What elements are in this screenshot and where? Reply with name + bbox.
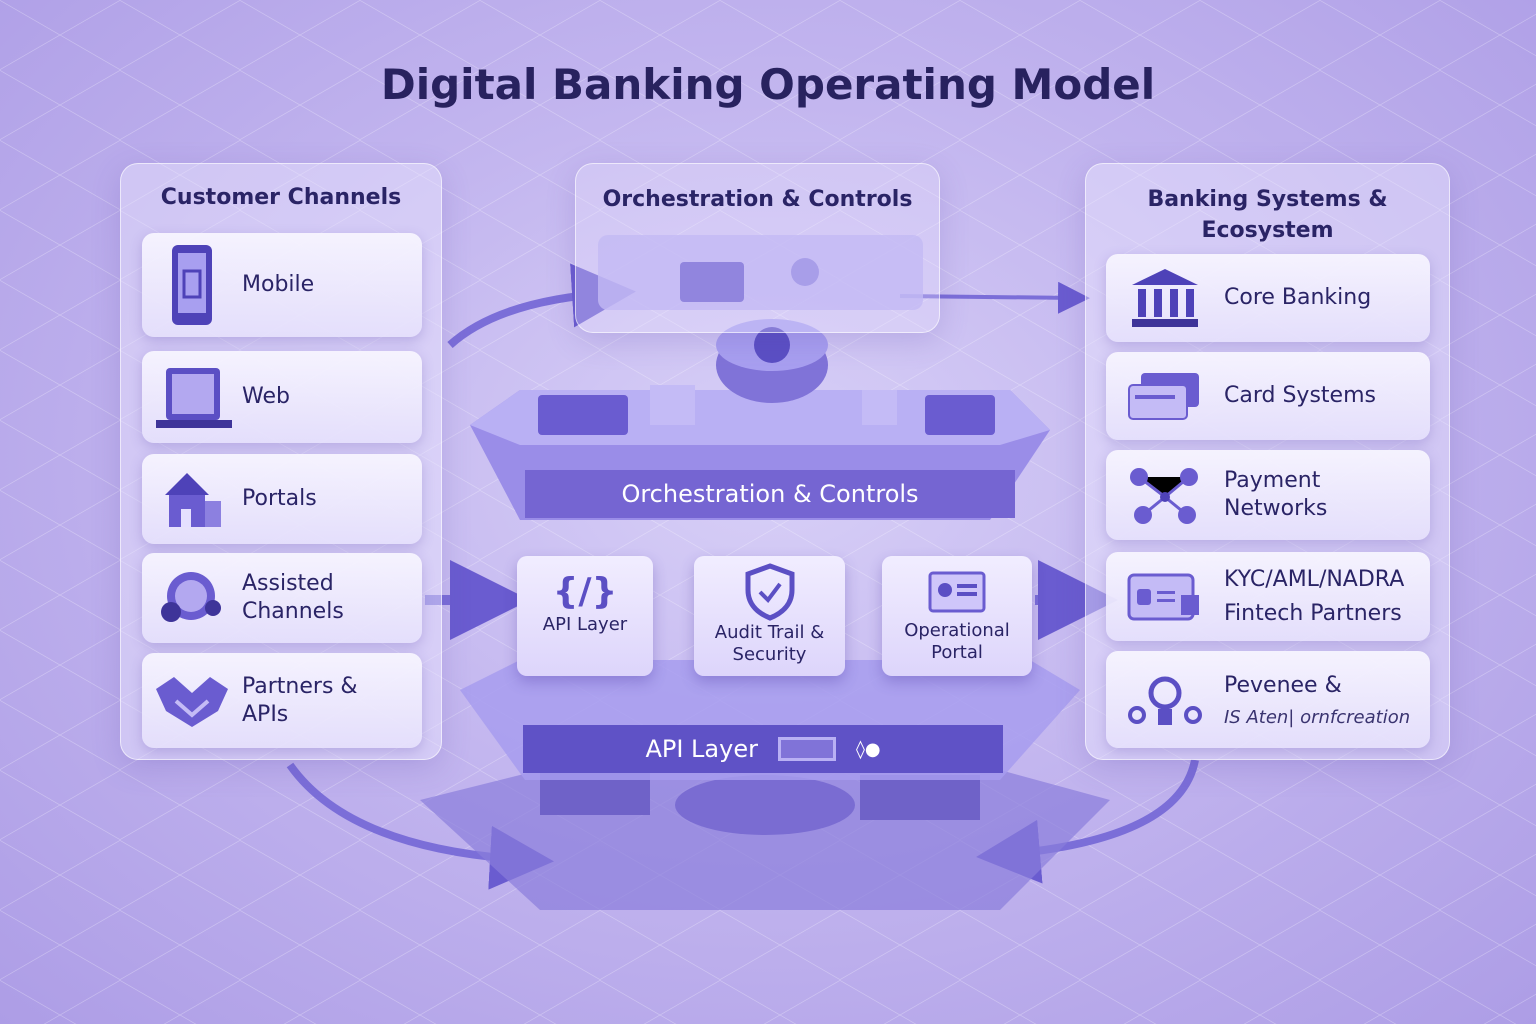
server-rack-icon	[777, 737, 836, 761]
system-label: Pevenee &	[1224, 672, 1342, 698]
system-kyc-fintech[interactable]: KYC/AML/NADRA Fintech Partners	[1106, 552, 1430, 641]
system-sublabel: Fintech Partners	[1224, 600, 1402, 626]
shield-check-icon	[745, 563, 794, 621]
credit-card-icon	[1128, 373, 1199, 420]
bank-icon	[1132, 269, 1198, 327]
system-core-banking[interactable]: Core Banking	[1106, 254, 1430, 342]
system-card-systems[interactable]: Card Systems	[1106, 352, 1430, 440]
id-folder-icon	[1127, 573, 1199, 620]
channel-portals[interactable]: Portals	[142, 454, 422, 544]
system-payment-networks[interactable]: Payment Networks	[1106, 450, 1430, 540]
system-label: Card Systems	[1224, 383, 1376, 408]
orchestration-panel: Orchestration & Controls	[575, 163, 940, 333]
mobile-phone-icon	[172, 245, 212, 325]
card-label: API Layer	[542, 614, 628, 635]
orchestration-platform-label: Orchestration & Controls	[621, 480, 919, 508]
web-browser-icon	[156, 368, 232, 428]
card-label: Audit Trail & Security	[714, 622, 825, 665]
card-audit-trail[interactable]: Audit Trail & Security	[694, 556, 845, 676]
card-operational-portal[interactable]: Operational Portal	[882, 556, 1032, 676]
card-api-layer[interactable]: {/} API Layer	[517, 556, 653, 676]
network-nodes-icon	[1130, 468, 1198, 524]
orchestration-title: Orchestration & Controls	[602, 187, 913, 212]
api-layer-band-label: API Layer	[645, 735, 758, 763]
channel-assisted[interactable]: Assisted Channels	[142, 553, 422, 643]
droplet-icon: ◊●	[855, 738, 881, 760]
house-portal-icon	[165, 473, 221, 527]
handshake-icon	[156, 676, 228, 727]
channel-label: Assisted Channels	[242, 571, 344, 624]
orchestration-platform-band: Orchestration & Controls	[525, 470, 1015, 518]
channel-web[interactable]: Web	[142, 351, 422, 443]
system-sublabel: IS Aten| ornfcreation	[1224, 706, 1411, 728]
banking-systems-title: Banking Systems & Ecosystem	[1147, 187, 1388, 243]
channel-label: Portals	[242, 486, 317, 511]
system-revenue[interactable]: Pevenee & IS Aten| ornfcreation	[1106, 651, 1430, 748]
system-label: KYC/AML/NADRA	[1224, 566, 1405, 592]
system-label: Payment Networks	[1224, 468, 1328, 521]
channel-label: Partners & APIs	[242, 673, 358, 727]
code-braces-icon: {/}	[552, 571, 618, 612]
channel-label: Mobile	[242, 272, 315, 297]
channel-partners-apis[interactable]: Partners & APIs	[142, 653, 422, 748]
page-title: Digital Banking Operating Model	[380, 60, 1156, 109]
headset-icon	[161, 572, 221, 622]
system-label: Core Banking	[1224, 285, 1372, 310]
channel-label: Web	[242, 384, 290, 409]
card-label: Operational Portal	[904, 620, 1010, 663]
lightbulb-icon	[1128, 676, 1202, 725]
id-card-icon	[928, 571, 986, 613]
channel-mobile[interactable]: Mobile	[142, 233, 422, 337]
api-layer-band: API Layer ◊●	[523, 725, 1003, 773]
arrow-channels-to-orchestration	[447, 263, 636, 348]
customer-channels-title: Customer Channels	[160, 185, 402, 210]
arrow-orchestration-to-systems	[899, 281, 1090, 314]
